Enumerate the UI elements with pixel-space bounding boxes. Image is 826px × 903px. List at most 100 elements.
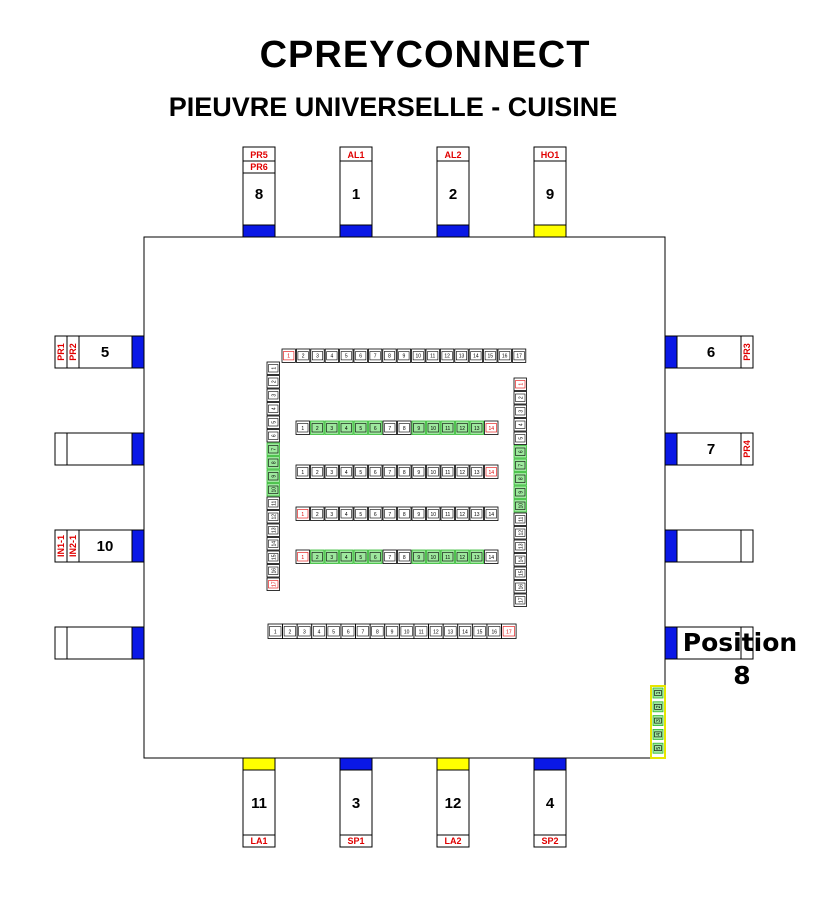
terminal-slot (488, 626, 501, 637)
terminal-cell (368, 549, 383, 564)
terminal-cell (652, 715, 664, 726)
terminal-slot (340, 351, 352, 361)
terminal-cell (266, 456, 280, 470)
terminal-number: 11 (445, 470, 450, 476)
terminal-number: 14 (473, 354, 479, 360)
terminal-cell (310, 506, 325, 521)
terminal-cell (324, 506, 339, 521)
terminal-cell (295, 348, 311, 363)
terminal-number: 2 (316, 426, 319, 432)
board-outline (143, 236, 666, 759)
terminal-cell (324, 549, 339, 564)
terminal-number: 7 (518, 464, 524, 467)
terminal-slot (312, 626, 326, 637)
terminal-cell (295, 506, 310, 521)
terminal-cell (513, 418, 527, 432)
terminal-slot (515, 555, 526, 564)
terminal-number: 6 (374, 470, 377, 476)
terminal-number: 10 (271, 487, 277, 493)
terminal-number: 6 (374, 426, 377, 432)
terminal-cell (513, 512, 527, 526)
connector-port (131, 626, 145, 660)
terminal-number: 14 (488, 426, 494, 432)
terminal-cell (484, 420, 499, 435)
terminal-cell (382, 464, 397, 479)
terminal-cell (266, 469, 280, 483)
terminal-number: 2 (316, 555, 319, 561)
terminal-slot (340, 423, 352, 433)
terminal-slot (355, 552, 367, 562)
terminal-number: 1 (274, 629, 277, 635)
terminal-cell (339, 348, 354, 363)
terminal-slot (369, 351, 381, 361)
terminal-number: 14 (271, 541, 277, 547)
terminal-number: 4 (271, 407, 277, 410)
terminal-number: 17 (506, 629, 512, 635)
terminal-slot (326, 351, 338, 361)
terminal-number: 5 (518, 437, 524, 440)
connector-body (676, 335, 754, 369)
connector-number: 9 (546, 186, 554, 203)
connector-number: 2 (449, 186, 457, 203)
terminal-slot (515, 407, 526, 416)
terminal-slot (654, 703, 662, 710)
terminal-number: 13 (474, 512, 480, 518)
connector-label: PR1 (56, 343, 66, 361)
terminal-slot (654, 731, 662, 738)
terminal-slot (384, 552, 396, 562)
terminal-slot (471, 509, 483, 519)
terminal-cell (484, 464, 499, 479)
terminal-cell (339, 549, 354, 564)
terminal-cell (469, 464, 484, 479)
terminal-number: 4 (518, 423, 524, 426)
terminal-cell (353, 420, 368, 435)
terminal-slot (269, 626, 282, 637)
terminal-cell (513, 431, 527, 445)
terminal-slot (340, 467, 352, 477)
terminal-number: 13 (474, 470, 480, 476)
terminal-slot (311, 467, 323, 477)
terminal-cell (397, 464, 412, 479)
terminal-slot (429, 626, 442, 637)
terminal-slot (398, 509, 410, 519)
connector-number: 5 (101, 344, 109, 361)
connector-port (131, 432, 145, 466)
terminal-cell (310, 420, 325, 435)
terminal-number: 16 (502, 354, 508, 360)
connector-label: PR4 (742, 440, 752, 458)
terminal-cell (440, 420, 455, 435)
terminal-cell (266, 496, 280, 510)
terminal-slot (355, 351, 367, 361)
connector-port (436, 757, 470, 771)
terminal-slot (340, 509, 352, 519)
terminal-slot (398, 351, 410, 361)
terminal-cell (411, 464, 426, 479)
terminal-slot (427, 351, 439, 361)
terminal-slot (515, 393, 526, 402)
terminal-cell (266, 537, 280, 551)
terminal-slot (415, 626, 428, 637)
terminal-number: 13 (448, 629, 454, 635)
connector-label: IN1-1 (56, 535, 66, 557)
terminal-slot (297, 552, 309, 562)
terminal-number: 15 (488, 354, 494, 360)
terminal-cell (353, 506, 368, 521)
terminal-cell (425, 348, 440, 363)
terminal-number: 2 (316, 512, 319, 518)
terminal-slot (484, 351, 496, 361)
terminal-number: 8 (376, 629, 379, 635)
terminal-slot (384, 467, 396, 477)
terminal-cell (266, 442, 280, 456)
terminal-slot (442, 467, 454, 477)
terminal-cell (266, 402, 280, 416)
terminal-slot (340, 552, 352, 562)
terminal-slot (326, 552, 338, 562)
terminal-slot (342, 626, 355, 637)
terminal-number: 10 (416, 354, 422, 360)
terminal-number: 3 (330, 426, 333, 432)
terminal-cell (266, 523, 280, 537)
terminal-cell (382, 506, 397, 521)
